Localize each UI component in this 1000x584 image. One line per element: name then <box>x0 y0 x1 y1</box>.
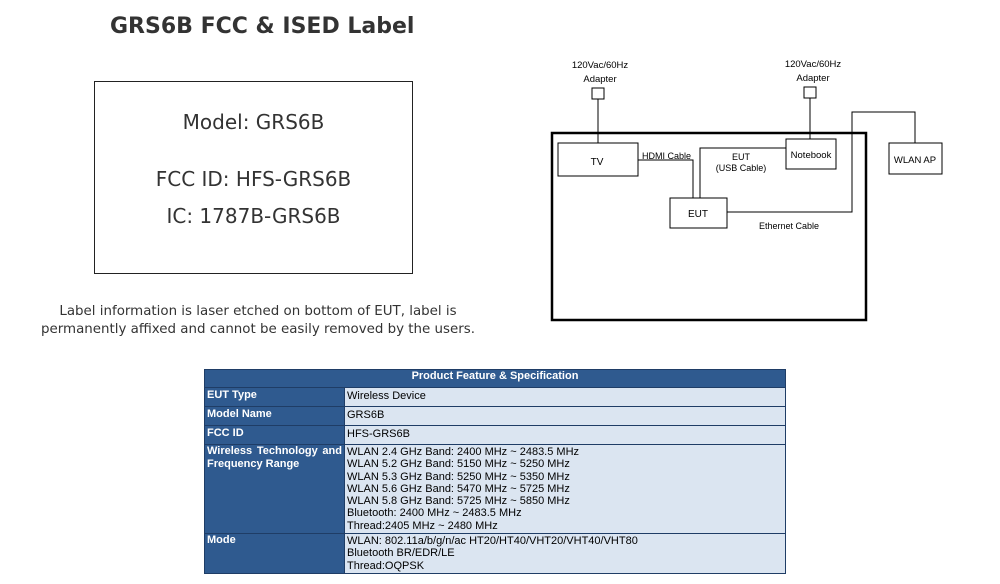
spec-value: WLAN 2.4 GHz Band: 2400 MHz ~ 2483.5 MHz… <box>344 443 786 535</box>
eut-box <box>669 197 728 229</box>
usb-label-line1: EUT <box>732 152 751 162</box>
spec-table-header: Product Feature & Specification <box>204 369 786 388</box>
spec-value: GRS6B <box>344 406 786 426</box>
spec-value-line: Bluetooth BR/EDR/LE <box>347 547 455 560</box>
spec-value-line: Thread:OQPSK <box>347 559 425 572</box>
label-model: Model: GRS6B <box>182 110 325 134</box>
table-row: Model Name GRS6B <box>204 406 786 426</box>
adapter1-box <box>591 87 605 100</box>
adapter1-line2: Adapter <box>583 74 616 85</box>
tv-label: TV <box>591 157 604 168</box>
spec-key: Model Name <box>204 406 345 426</box>
adapter2-line1: 120Vac/60Hz <box>785 59 842 70</box>
ethernet-cable-label: Ethernet Cable <box>759 221 819 231</box>
wlan-ap-box <box>888 142 943 175</box>
spec-value-line: WLAN: 802.11a/b/g/n/ac HT20/HT40/VHT20/V… <box>347 535 638 548</box>
notebook-label: Notebook <box>791 150 832 161</box>
test-enclosure <box>550 131 868 322</box>
spec-value: WLAN: 802.11a/b/g/n/ac HT20/HT40/VHT20/V… <box>344 533 786 574</box>
spec-value-line: WLAN 2.4 GHz Band: 2400 MHz ~ 2483.5 MHz <box>347 446 580 458</box>
spec-value-line: WLAN 5.2 GHz Band: 5150 MHz ~ 5250 MHz <box>347 458 570 471</box>
fcc-label-box: Model: GRS6B FCC ID: HFS-GRS6B IC: 1787B… <box>94 81 413 274</box>
table-row: Mode WLAN: 802.11a/b/g/n/ac HT20/HT40/VH… <box>204 533 786 574</box>
spec-key: Mode <box>204 533 345 574</box>
table-row: EUT Type Wireless Device <box>204 387 786 407</box>
usb-cable <box>699 147 786 198</box>
spec-value-line: Thread:2405 MHz ~ 2480 MHz <box>347 519 498 532</box>
label-note: Label information is laser etched on bot… <box>41 304 475 337</box>
adapter2-line2: Adapter <box>796 73 829 84</box>
page-title: GRS6B FCC & ISED Label <box>110 14 415 39</box>
notebook-box <box>785 138 837 170</box>
tv-box <box>557 142 639 177</box>
spec-value-line: WLAN 5.3 GHz Band: 5250 MHz ~ 5350 MHz <box>347 470 570 483</box>
spec-value-line: Bluetooth: 2400 MHz ~ 2483.5 MHz <box>347 507 522 520</box>
spec-value: Wireless Device <box>344 387 786 407</box>
usb-label-line2: (USB Cable) <box>716 163 767 173</box>
spec-table: Product Feature & Specification EUT Type… <box>204 369 786 574</box>
spec-key: FCC ID <box>204 425 345 445</box>
label-fcc-id: FCC ID: HFS-GRS6B <box>155 167 352 191</box>
ethernet-cable <box>727 111 916 213</box>
hdmi-cable <box>638 159 694 198</box>
spec-value-line: WLAN 5.8 GHz Band: 5725 MHz ~ 5850 MHz <box>347 495 570 508</box>
spec-value: HFS-GRS6B <box>344 425 786 445</box>
spec-key: Wireless Technology and Frequency Range <box>204 443 345 535</box>
adapter1-line1: 120Vac/60Hz <box>572 60 629 71</box>
eut-label: EUT <box>688 209 708 220</box>
table-row: Wireless Technology and Frequency Range … <box>204 443 786 535</box>
spec-key: EUT Type <box>204 387 345 407</box>
wlan-ap-label: WLAN AP <box>894 155 936 166</box>
adapter2-box <box>803 86 817 99</box>
hdmi-cable-label: HDMI Cable <box>642 151 691 161</box>
spec-value-line: WLAN 5.6 GHz Band: 5470 MHz ~ 5725 MHz <box>347 482 570 495</box>
table-row: FCC ID HFS-GRS6B <box>204 425 786 445</box>
label-ic: IC: 1787B-GRS6B <box>166 204 341 228</box>
